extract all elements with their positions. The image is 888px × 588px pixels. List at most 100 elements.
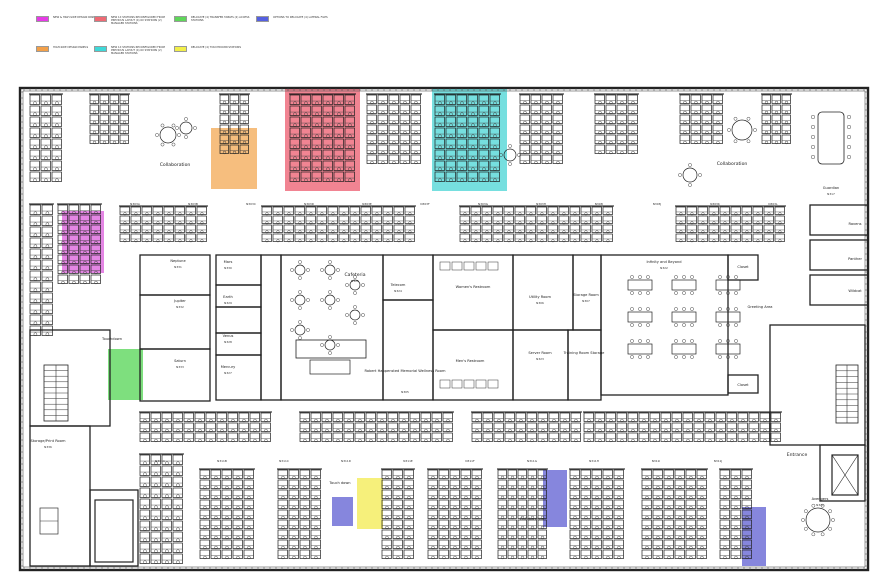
workstation [409, 432, 420, 442]
chair [431, 475, 435, 480]
workstation [89, 114, 99, 124]
chair [61, 210, 65, 215]
chair [471, 145, 475, 150]
chair [143, 516, 147, 521]
workstation [493, 422, 504, 432]
workstation [504, 412, 515, 422]
chair [242, 120, 247, 125]
chair [112, 130, 117, 135]
workstation [445, 105, 456, 116]
chair [160, 142, 165, 147]
workstation [580, 224, 591, 233]
workstation [139, 531, 150, 542]
chair [701, 230, 705, 234]
chair [33, 321, 38, 326]
chair [475, 428, 479, 433]
chair [530, 418, 534, 423]
workstation [139, 465, 150, 476]
workstation [741, 224, 752, 233]
workstation [652, 509, 663, 519]
workstation [682, 432, 693, 442]
workstation-cluster [569, 468, 625, 560]
chair [331, 230, 335, 234]
workstation [139, 432, 150, 442]
chair [689, 505, 693, 510]
workstation [163, 233, 174, 242]
workstation [569, 224, 580, 233]
chair [438, 178, 442, 183]
workstation [492, 215, 503, 224]
workstation [427, 529, 438, 539]
chair [304, 145, 308, 150]
workstation [482, 412, 493, 422]
chair [690, 339, 694, 343]
chair [94, 270, 98, 275]
chair [756, 221, 760, 225]
chair [510, 525, 515, 530]
chair [414, 160, 418, 165]
workstation [427, 549, 438, 559]
workstation [427, 539, 438, 549]
chair [320, 239, 324, 243]
workstation [161, 509, 172, 520]
chair [471, 167, 475, 172]
chair [540, 485, 545, 490]
chair [414, 110, 418, 115]
room-label: Saturn [174, 359, 186, 363]
room-label: Avengers [812, 497, 829, 501]
chair [697, 428, 701, 433]
workstation [527, 539, 537, 549]
workstation [51, 127, 62, 138]
chair [620, 140, 624, 145]
chair [145, 230, 149, 234]
chair [45, 277, 50, 282]
workstation [41, 237, 53, 248]
workstation [332, 412, 343, 422]
workstation [456, 94, 467, 105]
workstation [674, 539, 685, 549]
chair [171, 123, 176, 128]
workstation [299, 489, 310, 499]
chair [510, 515, 515, 520]
chair [606, 545, 610, 550]
chair [143, 472, 147, 477]
chair [464, 545, 468, 550]
workstation [559, 432, 570, 442]
workstation [172, 553, 183, 564]
chair [482, 134, 486, 139]
workstation [29, 105, 40, 116]
workstation [434, 127, 445, 138]
workstation [29, 226, 41, 237]
chair [530, 438, 534, 443]
workstation-cluster [497, 468, 548, 560]
chair [298, 212, 302, 216]
workstation [726, 412, 737, 422]
workstation [109, 94, 119, 104]
workstation [730, 206, 741, 215]
workstation [594, 104, 605, 114]
workstation [229, 134, 239, 144]
chair [303, 535, 307, 540]
chair [700, 515, 704, 520]
workstation [674, 489, 685, 499]
chair [510, 495, 515, 500]
workstation [434, 149, 445, 160]
chair [203, 485, 207, 490]
chair [83, 240, 87, 245]
chair [328, 290, 332, 294]
workstation [403, 479, 414, 489]
workstation [517, 519, 527, 529]
workstation [277, 469, 288, 479]
chair [347, 438, 351, 443]
chair [453, 485, 457, 490]
workstation [377, 104, 388, 114]
workstation [141, 206, 152, 215]
chair [595, 475, 599, 480]
chair [752, 418, 756, 423]
chair [364, 221, 368, 225]
workstation [196, 206, 207, 215]
chair [112, 110, 117, 115]
chair [292, 535, 296, 540]
chair [102, 110, 107, 115]
workstation [183, 432, 194, 442]
